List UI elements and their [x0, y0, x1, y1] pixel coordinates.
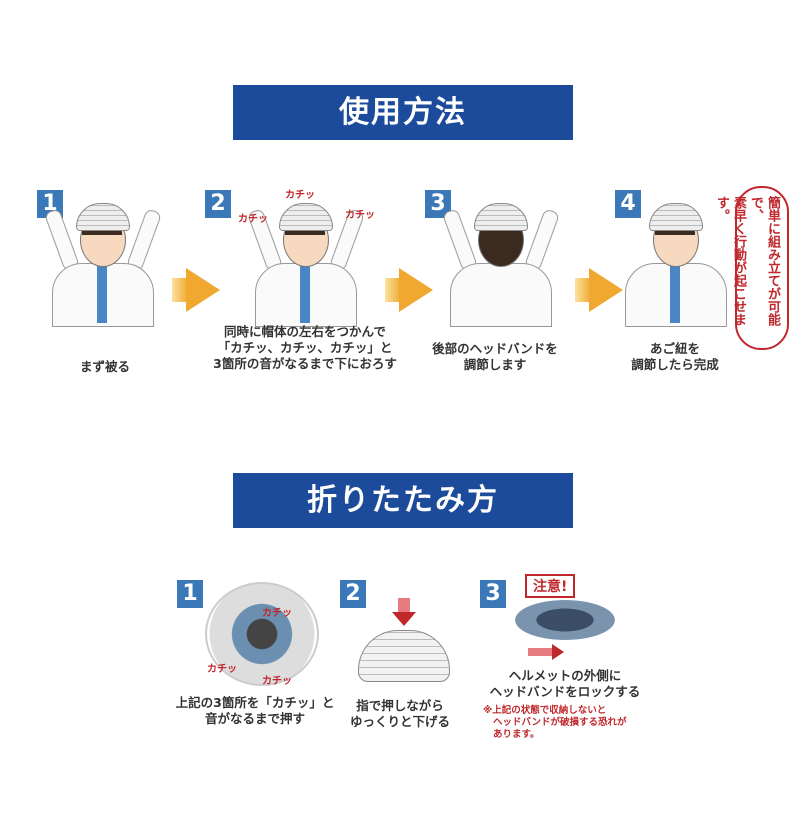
step-badge: 1: [177, 580, 203, 608]
person-illustration: [42, 195, 163, 327]
step-caption: あご紐を 調節したら完成: [610, 341, 740, 373]
person-back-illustration: [440, 195, 561, 327]
sound-label: カチッ: [345, 210, 375, 221]
step-badge: 2: [205, 190, 231, 218]
bubble-line: 簡単に組み立てが可能で、: [748, 196, 780, 326]
step-badge: 3: [425, 190, 451, 218]
step-caption: 同時に帽体の左右をつかんで 「カチッ、カチッ、カチッ」と 3箇所の音がなるまで下…: [190, 324, 420, 372]
folded-helmet-illustration: [358, 630, 450, 682]
speech-bubble: 簡単に組み立てが可能で、素早く行動が起こせます。: [714, 186, 789, 350]
arrow-down-icon: [392, 612, 416, 626]
note-line: ヘッドバンドが破損する恐れが: [493, 717, 627, 728]
sound-label: カチッ: [207, 664, 237, 675]
caption-line: あご紐を: [649, 341, 700, 356]
caption-line: 指で押しながら: [356, 698, 444, 713]
sound-label: カチッ: [262, 608, 292, 619]
caption-line: 音がなるまで押す: [204, 711, 305, 726]
step-badge: 3: [480, 580, 506, 608]
caption-line: 調節したら完成: [631, 357, 719, 372]
caption-line: ヘルメットの外側に: [508, 668, 622, 683]
person-illustration: [615, 195, 735, 327]
arrow-right-icon: [186, 268, 220, 312]
headband-illustration: [515, 600, 615, 640]
arrow-right-icon: [399, 268, 433, 312]
arrow-right-icon: [552, 644, 564, 660]
note-line: ※上記の状態で収納しないと: [483, 705, 607, 716]
person-illustration: [245, 195, 366, 327]
sound-label: カチッ: [238, 214, 268, 225]
caption-line: 上記の3箇所を「カチッ」と: [175, 695, 335, 710]
warning-label: 注意!: [525, 574, 576, 598]
step-badge: 2: [340, 580, 366, 608]
warning-note: ※上記の状態で収納しないと ヘッドバンドが破損する恐れが あります。: [483, 705, 626, 741]
caption-line: 「カチッ、カチッ、カチッ」と: [217, 340, 393, 355]
note-line: あります。: [493, 729, 540, 740]
caption-line: ゆっくりと下げる: [349, 714, 450, 729]
caption-line: 後部のヘッドバンドを: [432, 341, 558, 356]
step-badge: 4: [615, 190, 641, 218]
step-caption: 指で押しながら ゆっくりと下げる: [330, 698, 470, 730]
step-caption: ヘルメットの外側に ヘッドバンドをロックする: [480, 668, 650, 700]
caption-line: ヘッドバンドをロックする: [489, 684, 641, 699]
helmet-top-illustration: [205, 582, 319, 686]
fold-title: 折りたたみ方: [233, 473, 573, 528]
caption-line: 3箇所の音がなるまで下におろす: [213, 356, 397, 371]
step-caption: 後部のヘッドバンドを 調節します: [420, 341, 570, 373]
sound-label: カチッ: [285, 190, 315, 201]
step-caption: まず被る: [79, 359, 130, 374]
step-caption: 上記の3箇所を「カチッ」と 音がなるまで押す: [170, 695, 340, 727]
caption-line: 調節します: [463, 357, 527, 372]
usage-title: 使用方法: [233, 85, 573, 140]
sound-label: カチッ: [262, 676, 292, 687]
caption-line: 同時に帽体の左右をつかんで: [224, 324, 386, 339]
bubble-line: 素早く行動が起こせます。: [714, 196, 746, 326]
arrow-right-icon: [589, 268, 623, 312]
